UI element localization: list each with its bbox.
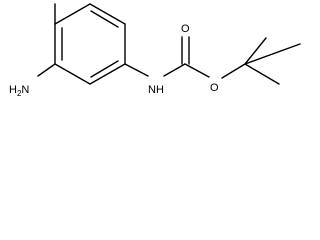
ring-bond <box>54 3 91 25</box>
ring-bond <box>89 3 126 25</box>
ring-bond <box>89 63 126 85</box>
amine-hydrogen: H <box>9 84 17 96</box>
ring-double-bond <box>90 10 119 28</box>
ring-bond <box>54 63 91 85</box>
chemical-structure: H2N NH O O <box>9 3 301 98</box>
tbutyl-methyl-bond <box>244 43 301 65</box>
nh-label: NH <box>148 84 164 96</box>
carbonyl-ester-bond <box>184 63 210 78</box>
tert-butyl-group <box>244 37 301 85</box>
amine-nitrogen: N <box>21 84 29 96</box>
ester-tbutyl-bond <box>221 63 246 79</box>
ring-double-bond <box>90 60 119 78</box>
amine-subscript: 2 <box>17 89 22 98</box>
amine-label: H2N <box>9 84 29 98</box>
tbutyl-methyl-bond <box>244 37 267 65</box>
nh-carbonyl-bond <box>163 63 186 77</box>
aryl-nh-bond <box>124 63 149 77</box>
carbonyl-oxygen-label: O <box>181 23 190 35</box>
amine-bond <box>37 63 56 77</box>
ester-oxygen-label: O <box>210 82 219 94</box>
benzene-ring <box>54 3 126 85</box>
tbutyl-methyl-bond <box>244 63 280 85</box>
